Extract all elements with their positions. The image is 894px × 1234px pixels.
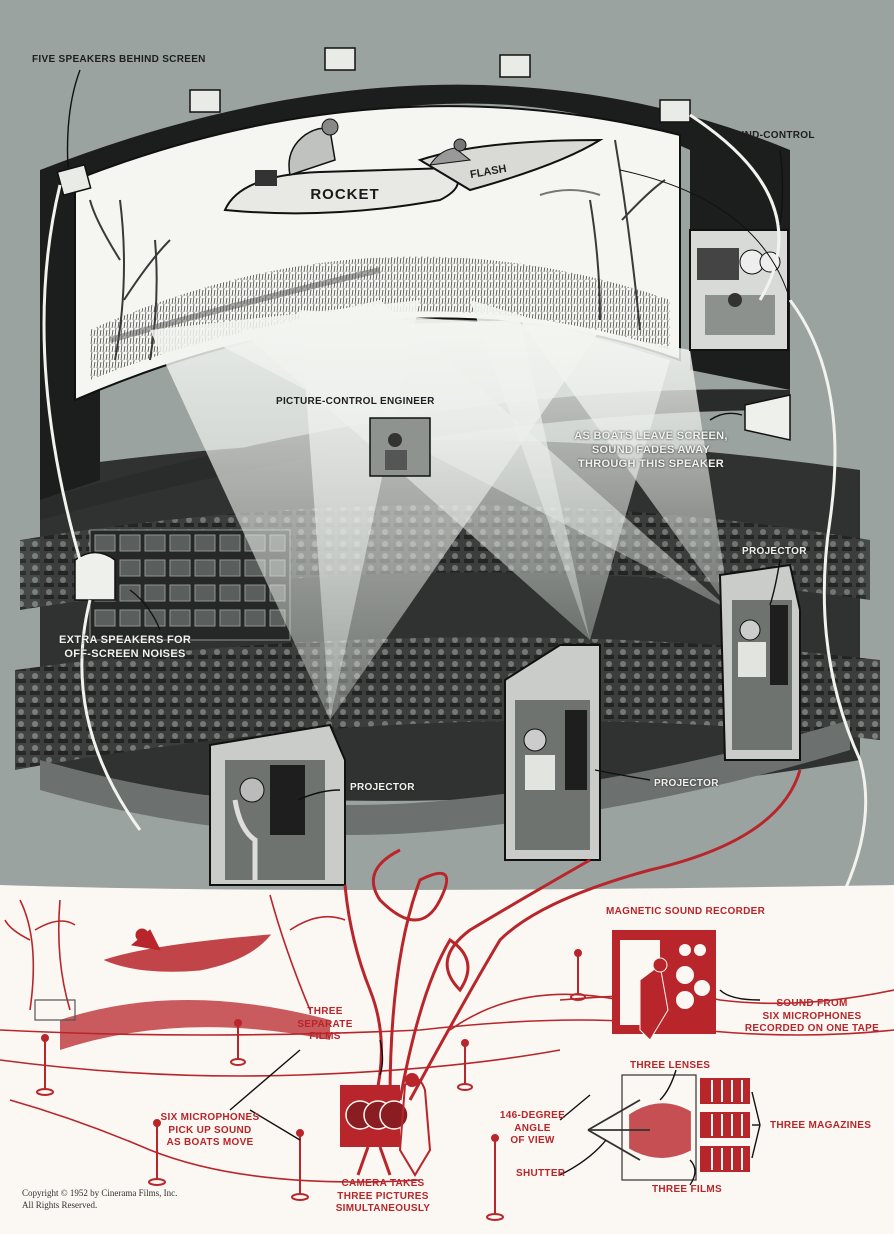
projection-booth-right [718, 563, 801, 761]
extra-speaker [74, 551, 116, 601]
label-three-separate-films: THREE SEPARATE FILMS [297, 1006, 353, 1042]
projector-beams [150, 300, 730, 720]
camera-schematic [587, 1074, 697, 1181]
fade-speaker [744, 394, 791, 441]
label-magnetic-sound-recorder: MAGNETIC SOUND RECORDER [606, 906, 766, 917]
red-outdoor-scene [0, 894, 894, 1183]
label-projector-middle: PROJECTOR [654, 778, 719, 789]
label-camera-takes-three-pictures: CAMERA TAKES THREE PICTURES SIMULTANEOUS… [335, 1178, 431, 1214]
cinerama-camera [340, 1073, 432, 1177]
magnetic-sound-recorder [612, 930, 716, 1041]
sound-control-booth [689, 229, 789, 351]
microphone-stands [36, 949, 586, 1221]
label-angle-of-view: 146-DEGREE ANGLE OF VIEW [499, 1110, 566, 1146]
label-three-magazines: THREE MAGAZINES [770, 1120, 872, 1131]
projection-booth-left [209, 723, 346, 886]
label-boats-leave-screen: AS BOATS LEAVE SCREEN, SOUND FADES AWAY … [574, 430, 728, 470]
speedboats-on-screen [223, 118, 604, 215]
label-six-microphones: SIX MICROPHONES PICK UP SOUND AS BOATS M… [160, 1112, 260, 1148]
label-three-lenses: THREE LENSES [630, 1060, 711, 1071]
label-sound-control: SOUND-CONTROL [722, 130, 815, 141]
projection-booth-middle [504, 644, 601, 861]
leader-lines [66, 69, 784, 1186]
label-five-speakers: FIVE SPEAKERS BEHIND SCREEN [32, 54, 206, 65]
balcony-boxes [89, 529, 291, 641]
label-three-films: THREE FILMS [652, 1184, 722, 1195]
red-grass [60, 1000, 330, 1050]
label-extra-speakers: EXTRA SPEAKERS FOR OFF-SCREEN NOISES [58, 634, 192, 660]
five-speakers [56, 47, 691, 197]
label-projector-right: PROJECTOR [742, 546, 807, 557]
label-projector-left: PROJECTOR [350, 782, 415, 793]
copyright-notice: Copyright © 1952 by Cinerama Films, Inc.… [22, 1188, 178, 1210]
label-shutter: SHUTTER [516, 1168, 566, 1179]
label-sound-from-six-microphones: SOUND FROM SIX MICROPHONES RECORDED ON O… [744, 998, 880, 1034]
boat-name-rocket: ROCKET [310, 186, 380, 203]
screen-frame [40, 84, 790, 500]
sound-cable [42, 113, 868, 921]
red-speedboat [103, 928, 272, 972]
label-picture-control-engineer: PICTURE-CONTROL ENGINEER [276, 396, 435, 407]
film-cables [343, 769, 802, 1101]
